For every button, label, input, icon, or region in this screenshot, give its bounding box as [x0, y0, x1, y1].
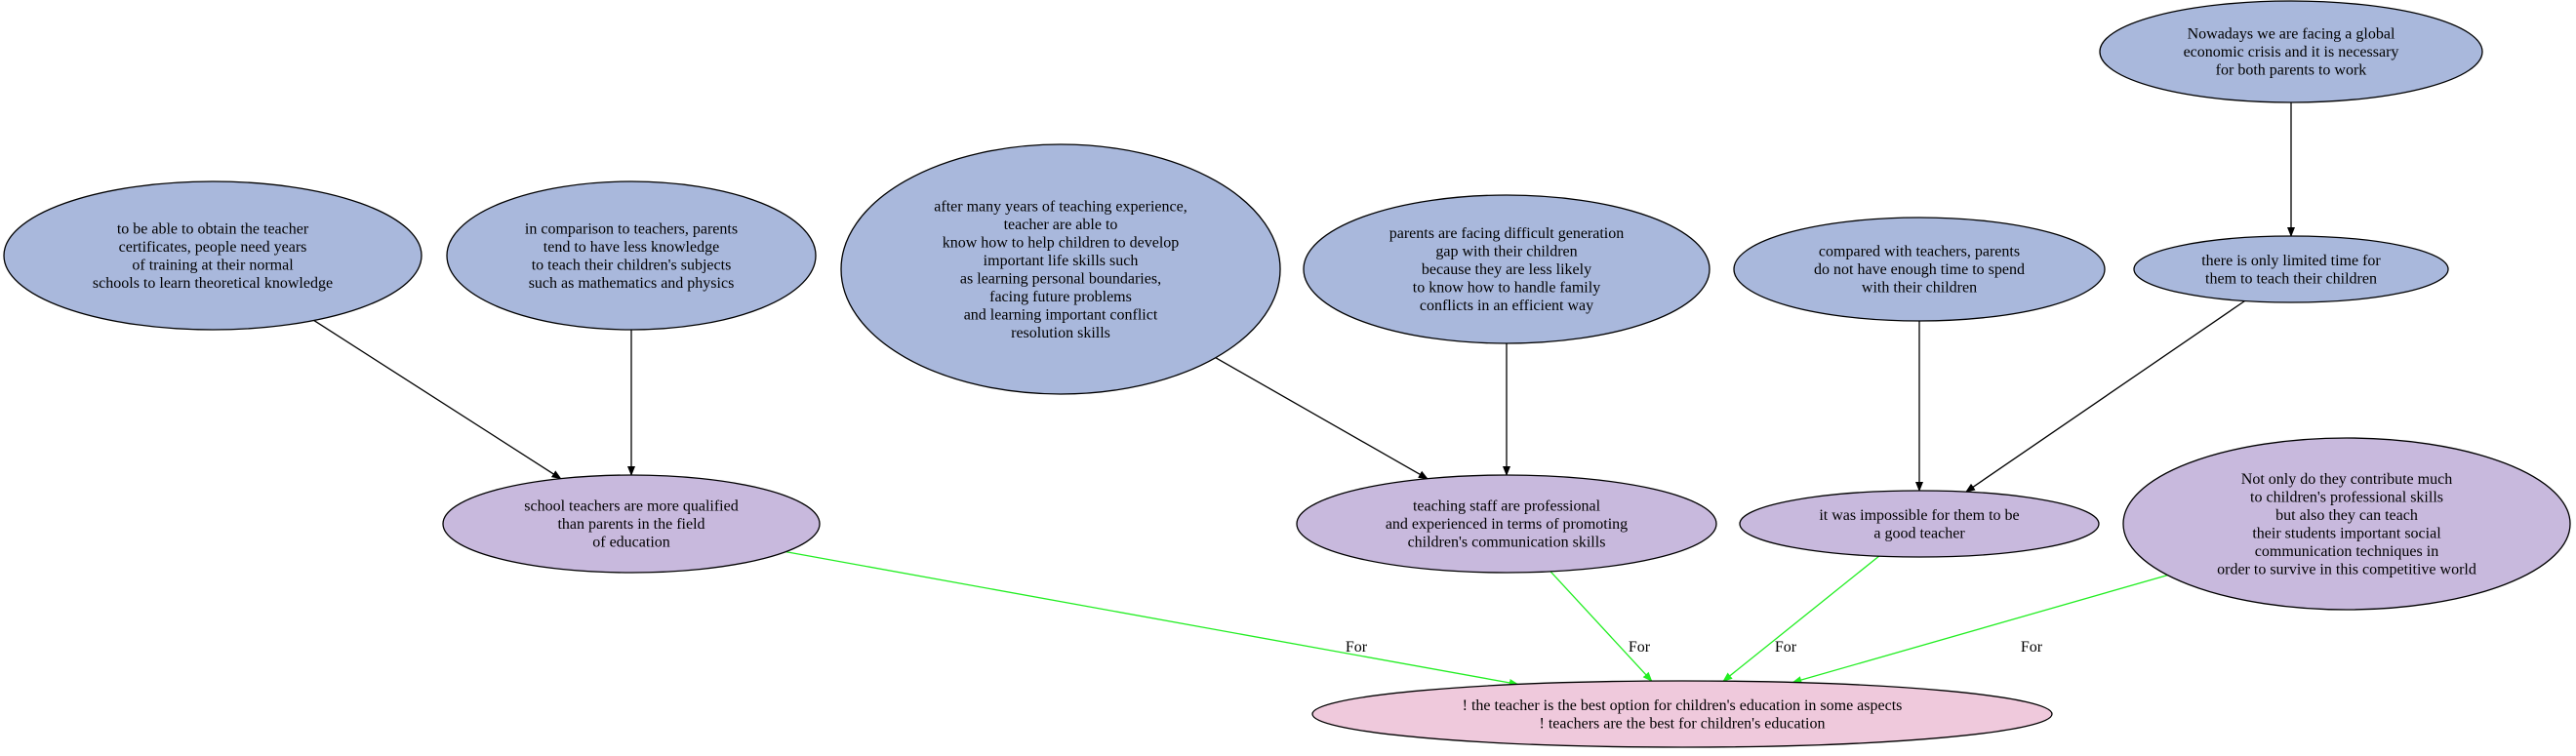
edge-n4-n9 [1215, 357, 1429, 480]
node-text-line: gap with their children [1435, 244, 1577, 260]
support-edge-line [313, 319, 562, 480]
claim-ellipse [1296, 474, 1717, 574]
premise-ellipse [2133, 235, 2449, 303]
edge-n2-n8 [313, 319, 562, 480]
edge-label-for: For [1629, 639, 1651, 656]
edges-layer: For For For For [313, 102, 2295, 687]
node-text-line: teacher are able to [1004, 217, 1118, 233]
node-text-line: do not have enough time to spend [1814, 261, 2025, 278]
node-text-line: to children's professional skills [2250, 489, 2443, 505]
node-text-line: of education [592, 535, 670, 551]
node-text-line: a good teacher [1873, 525, 1965, 541]
support-edge-line [1215, 357, 1429, 480]
node-text-line: and experienced in terms of promoting [1386, 516, 1628, 533]
premise-ellipse [446, 180, 817, 331]
claim-ellipse [442, 474, 821, 574]
for-edge-line [1722, 555, 1880, 682]
node-text-line: economic crisis and it is necessary [2184, 44, 2399, 60]
node-text-line: order to survive in this competitive wor… [2217, 561, 2476, 577]
node-text-line: Nowadays we are facing a global [2188, 26, 2395, 43]
node-text-line: but also they can teach [2275, 507, 2418, 524]
edge-label-for: For [1346, 639, 1368, 656]
node-text-line: for both parents to work [2216, 62, 2367, 79]
node-text-line: Not only do they contribute much [2241, 471, 2452, 488]
node-text-line: tend to have less knowledge [543, 239, 719, 256]
premise-ellipse [1303, 194, 1711, 344]
node-text-line: ! the teacher is the best option for chi… [1463, 697, 1903, 714]
node-n2: to be able to obtain the teacher certific… [3, 180, 423, 331]
node-n1: Nowadays we are facing a globaleconomic … [2099, 0, 2483, 103]
node-text-line: in comparison to teachers, parents [525, 220, 738, 237]
node-text-line: communication techniques in [2255, 543, 2438, 560]
node-n3: in comparison to teachers, parents tend t… [446, 180, 817, 331]
node-text-line: to know how to handle family [1413, 280, 1600, 297]
premise-ellipse [840, 143, 1281, 395]
node-text-line: them to teach their children [2205, 270, 2377, 287]
node-text-line: schools to learn theoretical knowledge [93, 275, 333, 292]
edge-label-for: For [1775, 639, 1797, 656]
node-text-line: with their children [1862, 280, 1977, 297]
node-text-line: to teach their children's subjects [532, 257, 732, 273]
node-n4: after many years of teaching experience,… [840, 143, 1281, 395]
for-edge-line [785, 551, 1519, 687]
node-text-line: as learning personal boundaries, [960, 270, 1161, 287]
node-text-line: their students important social [2252, 525, 2441, 541]
premise-ellipse [3, 180, 423, 331]
node-text-line: of training at their normal [132, 257, 294, 273]
node-text-line: it was impossible for them to be [1819, 507, 2019, 524]
node-text-line: because they are less likely [1422, 261, 1591, 278]
node-text-line: to be able to obtain the teacher [117, 220, 309, 237]
premise-ellipse [1733, 217, 2106, 322]
node-text-line: after many years of teaching experience, [934, 198, 1187, 215]
edge-n11-n12: For [1791, 574, 2168, 684]
node-text-line: conflicts in an efficient way [1420, 298, 1593, 314]
node-text-line: such as mathematics and physics [529, 275, 735, 292]
node-text-line: teaching staff are professional [1413, 498, 1601, 515]
edge-n9-n12: For [1550, 571, 1653, 682]
node-text-line: important life skills such [984, 253, 1139, 269]
nodes-layer: Nowadays we are facing a globaleconomic … [3, 0, 2571, 748]
support-edge-line [1965, 299, 2245, 493]
for-edge-line [1791, 574, 2168, 684]
node-text-line: resolution skills [1011, 325, 1110, 341]
node-n10: it was impossible for them to bea good t… [1739, 490, 2100, 558]
claim-ellipse [2122, 437, 2571, 611]
node-text-line: compared with teachers, parents [1819, 244, 2020, 260]
node-text-line: children's communication skills [1408, 535, 1606, 551]
node-text-line: than parents in the field [557, 516, 704, 533]
for-edge-line [1550, 571, 1653, 682]
node-n5: parents are facing difficult generation g… [1303, 194, 1711, 344]
edge-n7-n10 [1965, 299, 2245, 493]
node-text-line: facing future problems [989, 289, 1132, 305]
edge-n8-n12: For [785, 551, 1519, 687]
node-n12: ! the teacher is the best option for chi… [1311, 680, 2053, 748]
node-text-line: school teachers are more qualified [524, 498, 738, 515]
node-text-line: there is only limited time for [2201, 253, 2381, 269]
claim-ellipse [1739, 490, 2100, 558]
node-text-line: ! teachers are the best for children's e… [1540, 715, 1826, 732]
conclusion-ellipse [1311, 680, 2053, 748]
edge-n10-n12: For [1722, 555, 1880, 682]
node-text-line: and learning important conflict [964, 306, 1158, 323]
edge-label-for: For [2021, 639, 2043, 656]
node-text-line: certificates, people need years [119, 239, 307, 256]
node-text-line: know how to help children to develop [943, 234, 1180, 251]
node-text-line: parents are facing difficult generation [1389, 225, 1624, 242]
premise-ellipse [2099, 0, 2483, 103]
